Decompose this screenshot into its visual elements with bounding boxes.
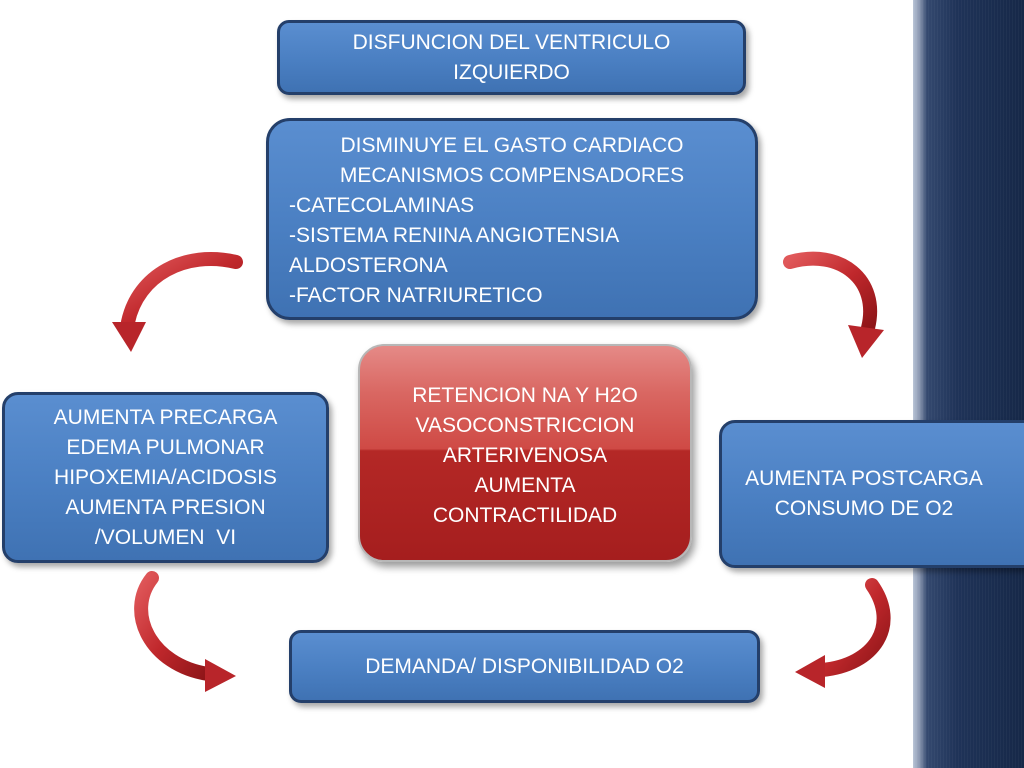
box-text-line: RETENCION NA Y H2O <box>412 384 638 407</box>
box-text-line: DEMANDA/ DISPONIBILIDAD O2 <box>365 654 684 678</box>
curved-arrow-icon <box>795 578 891 688</box>
box-text-line: MECANISMOS COMPENSADORES <box>339 164 685 187</box>
box-text-line: EDEMA PULMONAR <box>66 435 265 459</box>
box-text-line: -FACTOR NATRIURETICO <box>289 284 543 307</box>
box-text-line: ALDOSTERONA <box>289 254 448 277</box>
side-decoration-band <box>913 0 1024 768</box>
curved-arrow-icon <box>134 571 236 692</box>
box-text-line: ARTERIVENOSA <box>442 444 608 467</box>
box-text-line: -SISTEMA RENINA ANGIOTENSIA <box>289 224 620 247</box>
box-increased-preload: AUMENTA PRECARGA EDEMA PULMONAR HIPOXEMI… <box>2 392 329 563</box>
box-text-line: -CATECOLAMINAS <box>289 194 475 217</box>
box-text-line: AUMENTA PRESION <box>65 495 266 519</box>
box-compensatory-mechanisms: DISMINUYE EL GASTO CARDIACO MECANISMOS C… <box>266 118 758 320</box>
box-text-line: DISFUNCION DEL VENTRICULO <box>352 30 671 54</box>
box-text-line: DISMINUYE EL GASTO CARDIACO <box>340 134 684 157</box>
box-text-line: IZQUIERDO <box>453 60 570 84</box>
curved-arrow-icon <box>783 251 884 358</box>
box-oxygen-demand: DEMANDA/ DISPONIBILIDAD O2 <box>289 630 760 703</box>
box-text-line: VASOCONSTRICCION <box>415 414 635 437</box>
box-text-line: /VOLUMEN VI <box>94 525 237 549</box>
box-increased-afterload: AUMENTA POSTCARGA CONSUMO DE O2 <box>719 420 1024 568</box>
box-text-line: CONTRACTILIDAD <box>432 504 618 527</box>
box-text-line: HIPOXEMIA/ACIDOSIS <box>54 465 277 489</box>
box-ventricular-dysfunction: DISFUNCION DEL VENTRICULO IZQUIERDO <box>277 20 746 95</box>
box-text-line: AUMENTA POSTCARGA <box>745 467 983 490</box>
box-text-line: CONSUMO DE O2 <box>774 497 954 520</box>
box-text-line: AUMENTA PRECARGA <box>53 405 278 429</box>
curved-arrow-icon <box>112 252 243 352</box>
box-sodium-water-retention: RETENCION NA Y H2O VASOCONSTRICCION ARTE… <box>358 344 692 562</box>
box-text-line: AUMENTA <box>474 474 576 497</box>
